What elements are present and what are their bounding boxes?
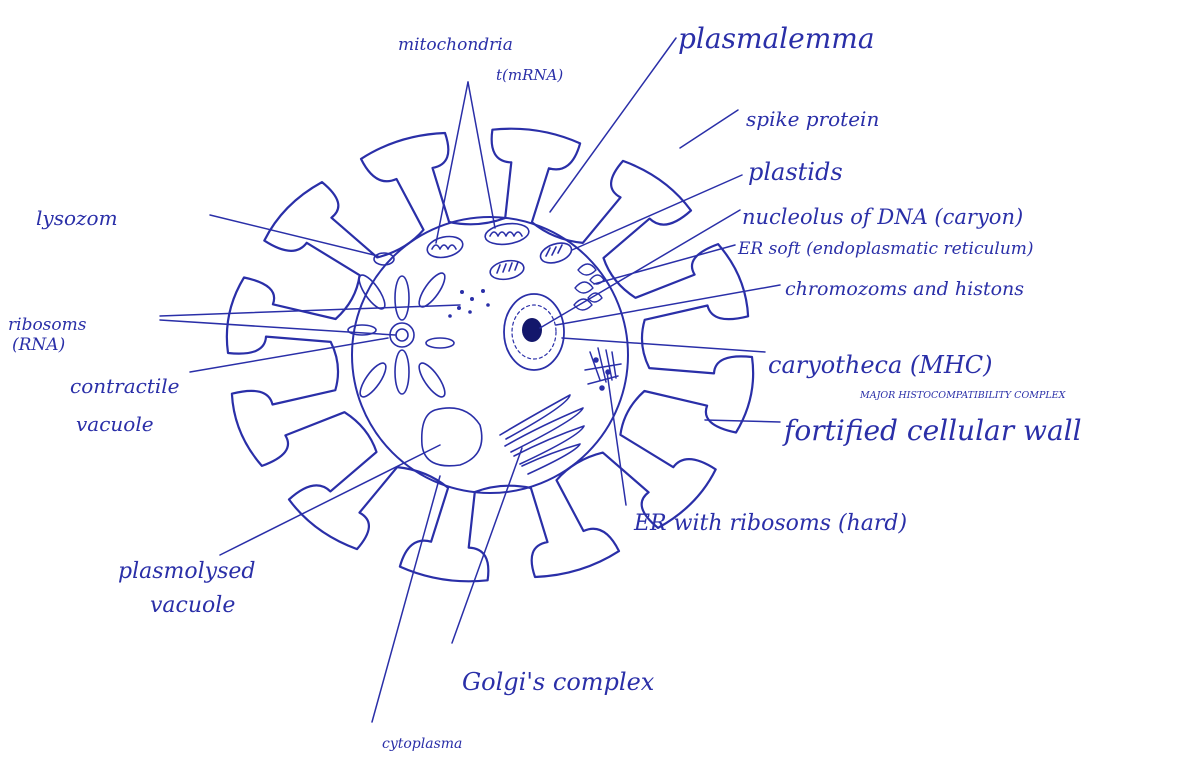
label-mitochondria: mitochondria: [398, 35, 513, 55]
leader-contractile: [190, 338, 388, 372]
leader-er-soft: [594, 245, 735, 284]
label-cell-wall: fortified cellular wall: [782, 414, 1082, 447]
leader-golgi: [452, 448, 522, 643]
label-ribosomes-1: ribosoms: [8, 315, 87, 335]
label-plastids: plastids: [748, 158, 843, 186]
leader-caryotheca: [562, 338, 765, 352]
label-cytoplasm: cytoplasma: [382, 736, 462, 752]
leader-cytoplasm: [372, 476, 440, 722]
label-contractile-2: vacuole: [76, 412, 154, 436]
leader-mitochondria-2: [468, 82, 495, 228]
label-contractile-1: contractile: [70, 374, 180, 398]
mitochondrion: [425, 233, 464, 260]
contractile-vacuole: [348, 270, 454, 401]
ribosome-dots: [448, 289, 490, 318]
label-mhc-note: MAJOR HISTOCOMPATIBILITY COMPLEX: [859, 390, 1067, 401]
label-er-soft: ER soft (endoplasmatic reticulum): [737, 239, 1034, 259]
label-plasmalemma: plasmalemma: [678, 22, 875, 55]
label-er-hard: ER with ribosoms (hard): [633, 511, 907, 536]
golgi-complex: [500, 395, 584, 474]
leader-lines: [160, 38, 780, 722]
label-nucleolus: nucleolus of DNA (caryon): [742, 205, 1023, 229]
label-spike-protein: spike protein: [746, 107, 879, 131]
leader-spike-protein: [680, 110, 738, 148]
label-golgi: Golgi's complex: [462, 668, 655, 696]
label-lysozom: lysozom: [36, 206, 118, 230]
label-chromosomes: chromozoms and histons: [785, 278, 1024, 300]
label-plasmolysed-1: plasmolysed: [118, 559, 256, 584]
leader-plasmolysed: [220, 445, 440, 555]
leader-plasmalemma: [550, 38, 676, 212]
leader-cell-wall: [705, 420, 780, 422]
mitochondria-group: [425, 221, 574, 282]
label-caryotheca: caryotheca (MHC): [768, 351, 993, 379]
nucleus: [504, 294, 564, 370]
label-plasmolysed-2: vacuole: [150, 593, 235, 618]
mitochondrion: [489, 258, 526, 282]
mitochondrion: [484, 221, 530, 247]
leader-ribosomes-1: [160, 305, 460, 316]
plasmolysed-vacuole: [422, 408, 482, 466]
leader-plastids: [572, 175, 742, 250]
er-rough-body: [585, 348, 621, 390]
mitochondrion: [538, 239, 574, 266]
label-t-mrna: t(mRNA): [496, 66, 563, 84]
leader-ribosomes-2: [160, 320, 395, 335]
label-ribosomes-2: (RNA): [12, 335, 65, 355]
nucleolus: [522, 318, 542, 342]
